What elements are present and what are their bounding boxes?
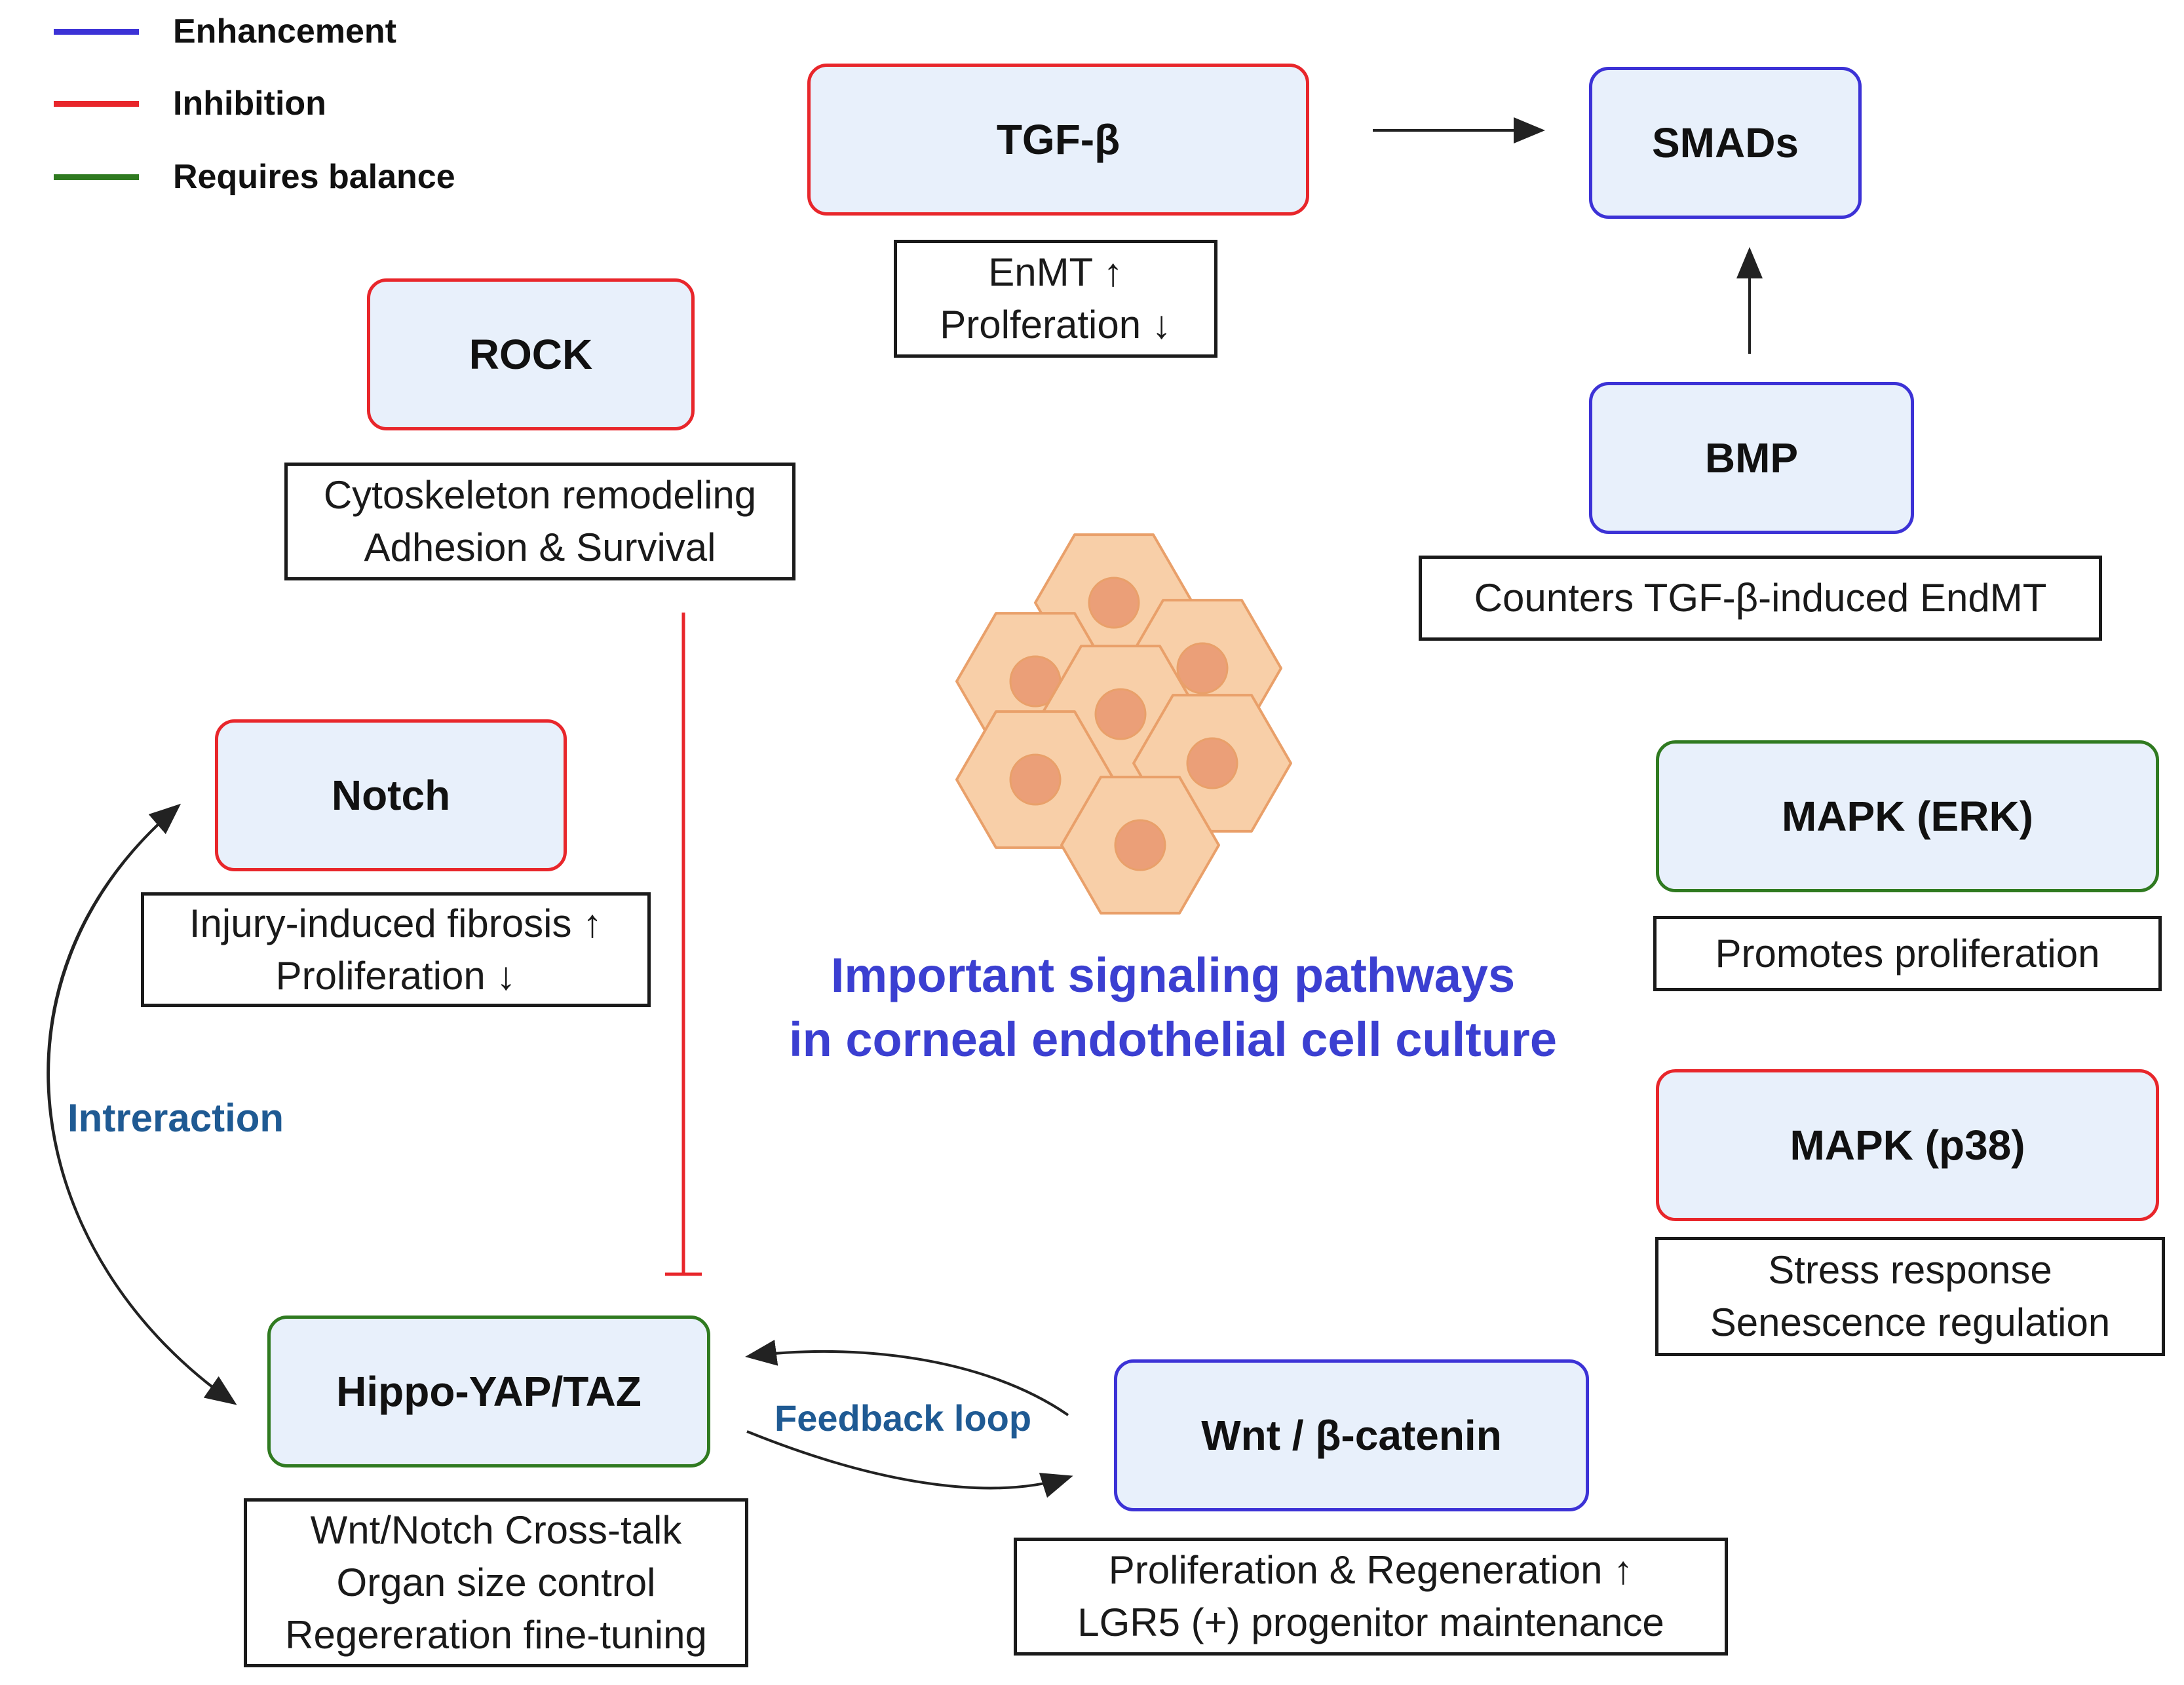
legend-label: Enhancement [173, 12, 396, 50]
rock-inhibits-hippo-line [665, 613, 702, 1276]
note-line: Wnt/Notch Cross-talk [310, 1508, 682, 1552]
title-line: Important signaling pathways [830, 948, 1516, 1002]
cell-nucleus [1088, 577, 1140, 629]
legend-swatch-green [54, 174, 139, 180]
feedback-arrow-to-hippo [745, 1340, 1069, 1416]
node-wnt: Wnt / β-catenin [1114, 1359, 1589, 1511]
note-notch: Injury-induced fibrosis ↑ Proliferation … [141, 892, 651, 1007]
node-tgfb: TGF-β [807, 64, 1309, 216]
title-line: in corneal endothelial cell culture [789, 1012, 1557, 1067]
note-line: LGR5 (+) progenitor maintenance [1077, 1600, 1664, 1644]
note-line: Injury-induced fibrosis ↑ [189, 901, 603, 945]
note-bmp: Counters TGF-β-induced EndMT [1419, 556, 2102, 641]
cell-nucleus [1094, 688, 1147, 740]
node-smads: SMADs [1589, 67, 1862, 219]
node-hippo: Hippo-YAP/TAZ [267, 1316, 710, 1467]
node-label: BMP [1704, 434, 1799, 482]
node-label: Wnt / β-catenin [1201, 1412, 1502, 1459]
note-hippo: Wnt/Notch Cross-talk Organ size control … [244, 1498, 748, 1667]
diagram-title: Important signaling pathways in corneal … [688, 943, 1658, 1072]
note-mapk-p38: Stress response Senescence regulation [1655, 1237, 2165, 1356]
node-mapk-p38: MAPK (p38) [1656, 1069, 2159, 1221]
note-wnt: Proliferation & Regeneration ↑ LGR5 (+) … [1014, 1538, 1728, 1656]
node-notch: Notch [215, 719, 567, 871]
note-line: Organ size control [336, 1561, 656, 1604]
note-line: Regereration fine-tuning [285, 1613, 707, 1657]
note-tgfb: EnMT ↑ Prolferation ↓ [894, 240, 1217, 358]
corneal-endothelial-cells-illustration [955, 533, 1292, 915]
node-label: Hippo-YAP/TAZ [336, 1368, 642, 1415]
cell-nucleus [1186, 737, 1238, 789]
note-line: Prolferation ↓ [940, 303, 1172, 347]
legend-swatch-blue [54, 28, 139, 35]
note-line: Cytoskeleton remodeling [323, 473, 757, 517]
note-line: Senescence regulation [1710, 1300, 2111, 1344]
node-label: MAPK (ERK) [1782, 793, 2033, 840]
legend-swatch-red [54, 100, 139, 107]
note-line: Adhesion & Survival [364, 525, 716, 569]
feedback-arrow-to-wnt [746, 1430, 1073, 1498]
node-label: MAPK (p38) [1790, 1122, 2025, 1169]
legend-label: Inhibition [173, 85, 326, 123]
legend-label: Requires balance [173, 158, 455, 196]
note-line: Promotes proliferation [1715, 931, 2100, 975]
note-rock: Cytoskeleton remodeling Adhesion & Survi… [284, 463, 795, 580]
node-label: SMADs [1651, 119, 1799, 166]
node-bmp: BMP [1589, 382, 1914, 534]
node-label: TGF-β [996, 116, 1121, 163]
node-mapk-erk: MAPK (ERK) [1656, 740, 2159, 892]
legend-item-balance: Requires balance [54, 157, 455, 197]
legend-item-inhibition: Inhibition [54, 84, 326, 123]
cell-nucleus [1009, 753, 1062, 806]
edge-label-feedback: Feedback loop [775, 1397, 1032, 1439]
node-label: ROCK [469, 331, 593, 378]
edge-label-interaction: Intreraction [67, 1096, 284, 1140]
note-mapk-erk: Promotes proliferation [1653, 916, 2162, 991]
cell-nucleus [1176, 642, 1229, 694]
note-line: Proliferation & Regeneration ↑ [1108, 1548, 1634, 1592]
node-rock: ROCK [367, 278, 695, 430]
note-line: EnMT ↑ [988, 250, 1123, 294]
cell-nucleus [1114, 819, 1166, 871]
note-line: Counters TGF-β-induced EndMT [1474, 576, 2047, 620]
node-label: Notch [331, 772, 451, 819]
interaction-arrow-to-notch [47, 803, 234, 1403]
note-line: Proliferation ↓ [275, 953, 516, 998]
legend-item-enhancement: Enhancement [54, 12, 396, 51]
note-line: Stress response [1768, 1248, 2052, 1292]
